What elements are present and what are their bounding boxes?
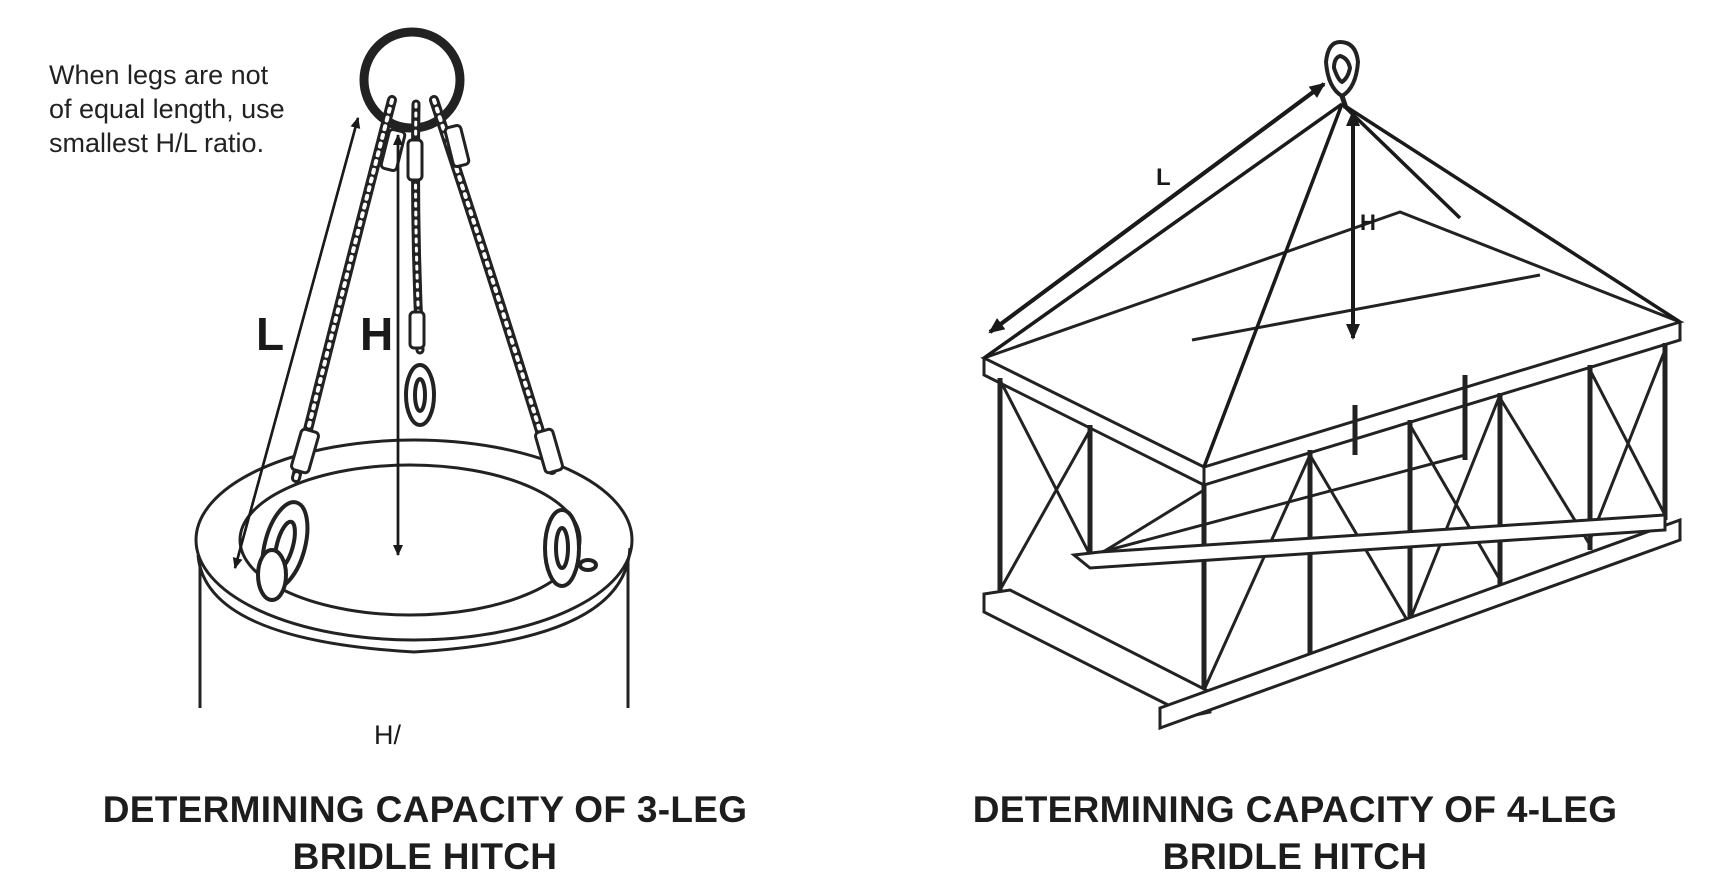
height-label: H bbox=[1360, 210, 1376, 235]
cylinder-load bbox=[194, 438, 634, 708]
three-leg-bridle-figure: L H H/ When legs are not of equal length… bbox=[0, 0, 860, 884]
caption-line: DETERMINING CAPACITY OF 3-LEG bbox=[102, 789, 748, 830]
sling-legs bbox=[982, 102, 1681, 468]
note-line: of equal length, use bbox=[49, 94, 285, 124]
three-leg-bridle-diagram: L H H/ bbox=[194, 27, 634, 750]
caption-line: BRIDLE HITCH bbox=[1162, 836, 1428, 877]
length-label: L bbox=[1156, 164, 1171, 191]
length-label: L bbox=[256, 308, 284, 360]
three-leg-caption: DETERMINING CAPACITY OF 3-LEG BRIDLE HIT… bbox=[40, 786, 810, 880]
sling-hooks bbox=[256, 363, 598, 602]
note-line: smallest H/L ratio. bbox=[49, 128, 265, 158]
ratio-label: H/ bbox=[374, 720, 401, 750]
four-leg-bridle-figure: L H DETERMINING CAPACITY OF 4-LEG BRIDLE… bbox=[860, 0, 1727, 884]
height-label: H bbox=[360, 308, 393, 360]
caption-line: BRIDLE HITCH bbox=[292, 836, 558, 877]
dimension-arrows bbox=[232, 117, 403, 569]
caption-line: DETERMINING CAPACITY OF 4-LEG bbox=[972, 789, 1618, 830]
four-leg-bridle-diagram: L H bbox=[980, 39, 1685, 731]
frame-structure bbox=[980, 210, 1685, 731]
note-line: When legs are not bbox=[49, 60, 269, 90]
sling-ferrules bbox=[290, 124, 564, 475]
dimension-arrows bbox=[988, 82, 1360, 340]
unequal-legs-note: When legs are not of equal length, use s… bbox=[49, 58, 349, 160]
four-leg-caption: DETERMINING CAPACITY OF 4-LEG BRIDLE HIT… bbox=[870, 786, 1720, 880]
crane-hook bbox=[1323, 39, 1361, 109]
